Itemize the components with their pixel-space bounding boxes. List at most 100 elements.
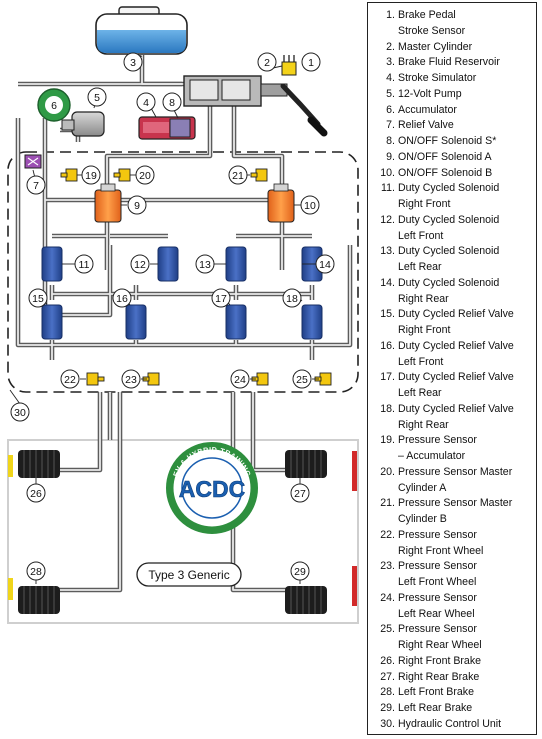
duty-relief-valve-right-front [41,304,63,340]
callout-14: 14 [315,254,335,274]
legend-item: 23.Pressure Sensor Left Front Wheel [380,560,477,588]
callout-5: 5 [87,87,107,107]
duty-relief-valve-left-front [125,304,147,340]
legend-item: 16.Duty Cycled Relief Valve Left Front [380,339,514,368]
callout-17: 17 [211,288,231,308]
callout-15: 15 [28,288,48,308]
callout-27: 27 [290,483,310,503]
legend-item: 13.Duty Cycled Solenoid Left Rear [380,245,500,273]
abs-hydraulic-diagram: EV & HYBRID TRAINING www.fixhybrid.com A… [7,6,359,624]
callout-9: 9 [127,195,147,215]
vehicle-type-label: Type 3 Generic [136,562,242,587]
legend-item: 4.Stroke Simulator [386,72,477,84]
callout-11: 11 [74,254,94,274]
svg-text:7: 7 [33,180,39,192]
callout-16: 16 [112,288,132,308]
legend-item: 30.Hydraulic Control Unit [380,717,502,730]
legend-item: 14.Duty Cycled Solenoid Right Rear [380,276,500,305]
svg-text:12: 12 [134,259,146,271]
master-cylinder [183,75,288,107]
callout-6: 6 [51,100,57,112]
legend-item: 10.ON/OFF Solenoid B [380,166,493,179]
pressure-sensor-master-b [250,168,268,182]
svg-text:22: 22 [64,374,76,386]
legend-item: 22.Pressure Sensor Right Front Wheel [380,528,484,557]
legend-item: 11.Duty Cycled Solenoid Right Front [381,182,500,210]
legend-item: 20.Pressure Sensor Master Cylinder A [380,465,513,494]
legend-item: 28.Left Front Brake [380,686,474,699]
svg-text:15: 15 [32,293,44,305]
svg-text:1: 1 [308,57,314,69]
svg-text:27: 27 [294,488,306,500]
svg-text:9: 9 [134,200,140,212]
svg-text:24: 24 [234,374,246,386]
callout-22: 22 [60,369,80,389]
brake-fluid-reservoir [95,6,188,55]
legend-item: 15.Duty Cycled Relief Valve Right Front [380,308,514,336]
legend-item: 5.12-Volt Pump [386,87,462,100]
legend-item: 19.Pressure Sensor – Accumulator [380,434,477,462]
legend-item: 27.Right Rear Brake [380,670,480,683]
callout-7: 7 [26,175,46,195]
legend-item: 8.ON/OFF Solenoid S* [386,135,497,147]
svg-text:18: 18 [286,293,298,305]
legend-item: 6.Accumulator [386,103,457,116]
svg-text:13: 13 [199,259,211,271]
svg-text:26: 26 [30,488,42,500]
callout-13: 13 [195,254,215,274]
legend-item: 24.Pressure Sensor Left Rear Wheel [380,591,477,620]
pressure-sensor-accumulator [60,168,78,182]
onoff-solenoid-a [94,183,122,223]
legend-item: 17.Duty Cycled Relief Valve Left Rear [380,371,514,399]
callout-20: 20 [135,165,155,185]
svg-text:21: 21 [232,170,244,182]
callout-29: 29 [290,561,310,581]
legend-item: 25.Pressure Sensor Right Rear Wheel [380,623,482,651]
callout-2: 2 [257,52,277,72]
callout-26: 26 [26,483,46,503]
callout-30: 30 [10,402,30,422]
hydraulic-control-unit-outline [7,151,359,393]
callout-18: 18 [282,288,302,308]
duty-relief-valve-left-rear [225,304,247,340]
component-legend: 1.Brake Pedal Stroke Sensor 2.Master Cyl… [367,2,537,735]
logo-main-text: ACDC [179,476,245,502]
callout-25: 25 [292,369,312,389]
svg-text:2: 2 [264,57,270,69]
acdc-logo: EV & HYBRID TRAINING www.fixhybrid.com A… [166,442,258,534]
svg-text:30: 30 [14,407,26,419]
relief-valve [24,154,42,169]
pressure-sensor-right-front [86,372,105,386]
legend-item: 12.Duty Cycled Solenoid Left Front [380,213,500,242]
svg-text:5: 5 [94,92,100,104]
legend-item: 29.Left Rear Brake [380,702,473,714]
callout-21: 21 [228,165,248,185]
pressure-sensor-master-a [113,168,131,182]
legend-item: 26.Right Front Brake [380,654,482,667]
onoff-solenoid-s [169,118,191,138]
vehicle-outline [7,439,359,624]
callout-19: 19 [81,165,101,185]
callout-23: 23 [121,369,141,389]
svg-text:28: 28 [30,566,42,578]
callout-4: 4 [136,92,156,112]
svg-text:19: 19 [85,170,97,182]
svg-text:25: 25 [296,374,308,386]
callout-10: 10 [300,195,320,215]
duty-solenoid-left-rear [225,246,247,282]
svg-text:23: 23 [125,374,137,386]
svg-text:3: 3 [130,57,136,69]
svg-text:11: 11 [79,259,90,271]
callout-8: 8 [162,92,182,112]
legend-item: 2.Master Cylinder [386,40,473,53]
duty-relief-valve-right-rear [301,304,323,340]
duty-solenoid-left-front [157,246,179,282]
callout-12: 12 [130,254,150,274]
svg-text:Type 3 Generic: Type 3 Generic [148,568,229,582]
svg-text:29: 29 [294,566,306,578]
tire-left-rear [285,566,357,614]
callout-numbers: 1 2 3 4 5 6 7 8 9 10 11 12 13 14 15 16 1… [10,52,335,581]
tire-right-rear [285,450,357,491]
callout-28: 28 [26,561,46,581]
accumulator [37,88,71,122]
